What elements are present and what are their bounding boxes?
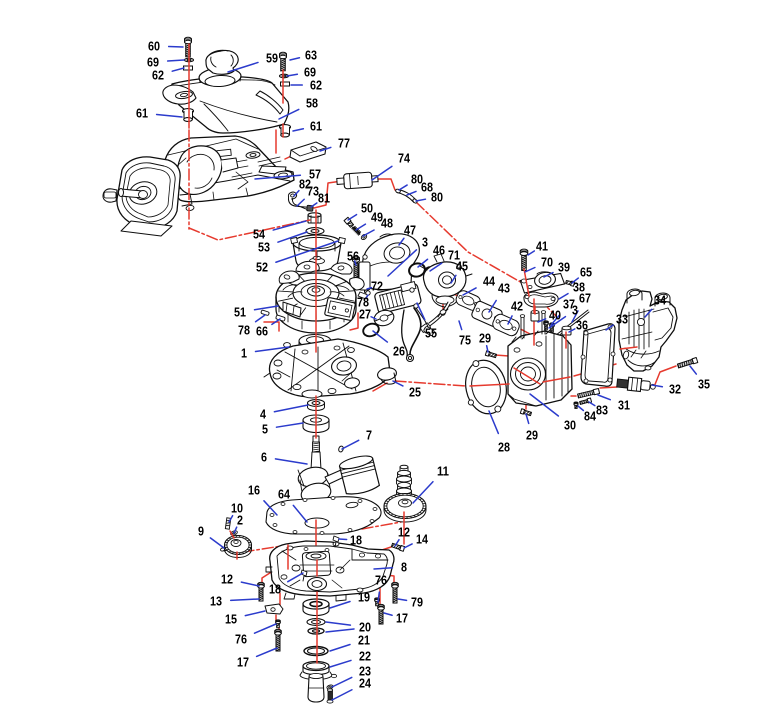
- svg-text:7: 7: [366, 428, 372, 443]
- svg-text:2: 2: [237, 513, 243, 528]
- svg-text:4: 4: [260, 407, 267, 422]
- svg-text:56: 56: [347, 249, 359, 264]
- svg-text:48: 48: [381, 216, 393, 231]
- svg-text:8: 8: [401, 560, 407, 575]
- svg-text:26: 26: [393, 344, 405, 359]
- svg-text:39: 39: [558, 260, 570, 275]
- svg-text:69: 69: [147, 55, 159, 70]
- svg-text:79: 79: [411, 595, 423, 610]
- svg-text:61: 61: [136, 106, 148, 121]
- svg-text:23: 23: [359, 664, 371, 679]
- svg-text:18: 18: [269, 582, 281, 597]
- svg-text:70: 70: [541, 255, 553, 270]
- svg-text:21: 21: [358, 633, 370, 648]
- svg-text:55: 55: [425, 326, 437, 341]
- svg-text:61: 61: [310, 119, 322, 134]
- svg-text:25: 25: [409, 385, 421, 400]
- svg-text:9: 9: [198, 524, 204, 539]
- svg-text:53: 53: [258, 240, 270, 255]
- svg-text:42: 42: [511, 299, 523, 314]
- svg-text:57: 57: [309, 167, 321, 182]
- svg-text:75: 75: [459, 333, 471, 348]
- svg-text:54: 54: [253, 227, 266, 242]
- svg-text:1: 1: [241, 346, 247, 361]
- svg-text:33: 33: [616, 312, 628, 327]
- svg-text:14: 14: [416, 532, 429, 547]
- svg-text:46: 46: [433, 243, 445, 258]
- svg-text:62: 62: [310, 78, 322, 93]
- svg-text:35: 35: [698, 377, 710, 392]
- svg-text:76: 76: [235, 632, 247, 647]
- svg-text:66: 66: [256, 324, 268, 339]
- svg-text:80: 80: [431, 190, 443, 205]
- svg-text:22: 22: [359, 649, 371, 664]
- svg-text:83: 83: [596, 403, 608, 418]
- svg-text:10: 10: [231, 501, 243, 516]
- svg-text:78: 78: [238, 323, 250, 338]
- svg-text:60: 60: [148, 39, 160, 54]
- svg-text:12: 12: [398, 525, 410, 540]
- svg-text:44: 44: [483, 274, 496, 289]
- svg-text:72: 72: [371, 279, 383, 294]
- svg-text:12: 12: [221, 572, 233, 587]
- svg-text:20: 20: [359, 620, 371, 635]
- svg-text:77: 77: [338, 136, 350, 151]
- svg-text:19: 19: [358, 590, 370, 605]
- svg-text:3: 3: [572, 303, 578, 318]
- svg-text:16: 16: [248, 483, 260, 498]
- svg-text:17: 17: [396, 611, 408, 626]
- svg-text:65: 65: [580, 265, 592, 280]
- svg-text:18: 18: [350, 533, 362, 548]
- svg-text:32: 32: [669, 382, 681, 397]
- svg-text:3: 3: [422, 235, 428, 250]
- svg-text:49: 49: [371, 210, 383, 225]
- svg-text:71: 71: [448, 248, 460, 263]
- svg-text:45: 45: [456, 259, 468, 274]
- svg-text:58: 58: [306, 96, 318, 111]
- svg-text:64: 64: [278, 487, 291, 502]
- svg-text:15: 15: [225, 612, 237, 627]
- svg-text:24: 24: [359, 676, 372, 691]
- svg-text:17: 17: [237, 655, 249, 670]
- svg-text:31: 31: [618, 398, 630, 413]
- svg-text:41: 41: [536, 239, 548, 254]
- svg-text:73: 73: [307, 184, 319, 199]
- svg-text:81: 81: [318, 191, 330, 206]
- svg-text:52: 52: [256, 260, 268, 275]
- svg-text:74: 74: [398, 151, 411, 166]
- svg-text:78: 78: [357, 295, 369, 310]
- svg-text:47: 47: [404, 223, 416, 238]
- svg-text:38: 38: [573, 280, 585, 295]
- svg-text:6: 6: [261, 450, 267, 465]
- svg-text:11: 11: [437, 464, 449, 479]
- svg-text:76: 76: [375, 573, 387, 588]
- svg-text:63: 63: [305, 48, 317, 63]
- svg-text:29: 29: [479, 331, 491, 346]
- svg-text:62: 62: [152, 68, 164, 83]
- svg-text:40: 40: [549, 308, 561, 323]
- svg-text:82: 82: [299, 177, 311, 192]
- svg-text:27: 27: [359, 307, 371, 322]
- svg-text:5: 5: [262, 422, 268, 437]
- svg-text:43: 43: [498, 281, 510, 296]
- svg-text:67: 67: [579, 291, 591, 306]
- svg-text:13: 13: [210, 594, 222, 609]
- svg-text:51: 51: [234, 305, 246, 320]
- svg-text:36: 36: [576, 318, 588, 333]
- svg-text:28: 28: [498, 440, 510, 455]
- svg-text:68: 68: [421, 180, 433, 195]
- svg-text:50: 50: [361, 201, 373, 216]
- svg-text:80: 80: [411, 172, 423, 187]
- svg-text:59: 59: [266, 51, 278, 66]
- svg-text:30: 30: [564, 418, 576, 433]
- svg-text:69: 69: [304, 65, 316, 80]
- svg-text:37: 37: [563, 297, 575, 312]
- svg-text:34: 34: [654, 293, 667, 308]
- svg-text:29: 29: [526, 428, 538, 443]
- svg-text:84: 84: [584, 409, 597, 424]
